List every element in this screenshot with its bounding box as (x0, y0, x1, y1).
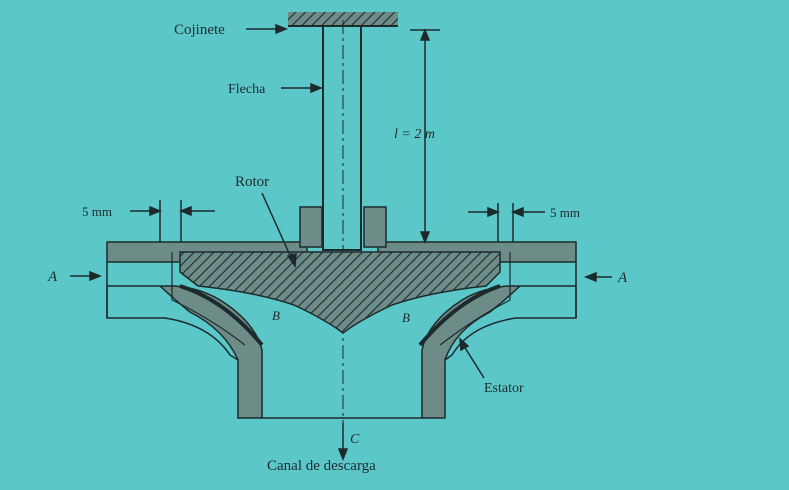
region-right-label: B (402, 310, 410, 325)
stator-lower (106, 262, 577, 419)
rotor-label: Rotor (235, 174, 269, 190)
outlet-label: Canal de descarga (267, 458, 376, 474)
length-label: l = 2 m (394, 127, 435, 142)
region-left-label: B (272, 308, 280, 323)
shaft-label: Flecha (228, 82, 266, 97)
inlet-right-label: A (617, 270, 628, 286)
bearing-label: Cojinete (174, 22, 225, 38)
length-dimension (410, 27, 440, 245)
outlet-point-label: C (350, 432, 360, 447)
stator-label: Estator (484, 381, 524, 396)
rotor (171, 251, 511, 347)
gap-left-label: 5 mm (82, 204, 112, 219)
shaft (322, 20, 362, 445)
gap-right-label: 5 mm (550, 205, 580, 220)
leader-arrows (70, 23, 612, 462)
gap-markers (130, 200, 545, 242)
inlet-left-label: A (47, 269, 58, 285)
